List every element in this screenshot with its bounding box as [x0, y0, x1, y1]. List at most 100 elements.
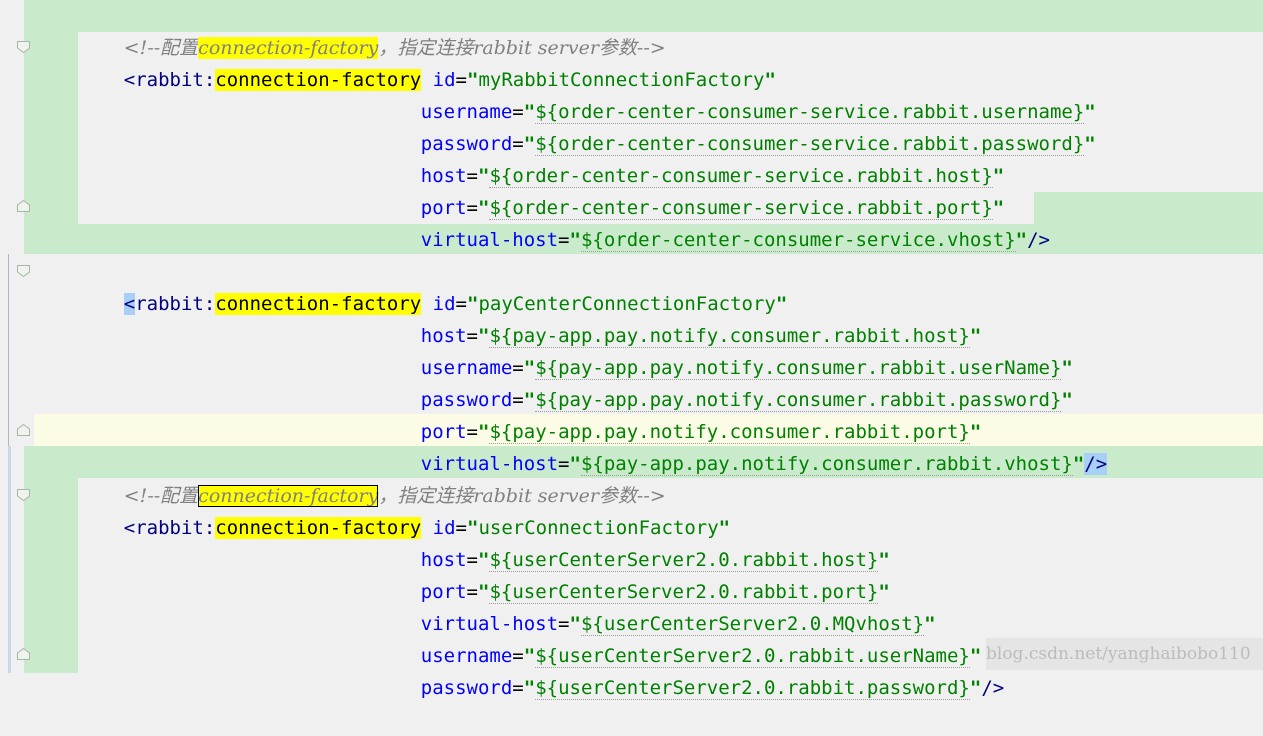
code-line-6[interactable]: port="${order-center-consumer-service.ra… — [375, 160, 1004, 220]
quote: " — [992, 197, 1005, 219]
attr-name: virtual-host — [420, 613, 559, 635]
changed-line-band — [34, 192, 78, 224]
quote: " — [878, 549, 890, 571]
quote: " — [1084, 101, 1096, 123]
quote: " — [569, 229, 581, 251]
code-line-14-current[interactable]: virtual-host="${pay-app.pay.notify.consu… — [375, 416, 1108, 476]
code-line-12[interactable]: password="${pay-app.pay.notify.consumer.… — [375, 352, 1073, 412]
fold-close-icon[interactable] — [17, 424, 30, 436]
changed-line-band — [1034, 192, 1263, 224]
quote: " — [523, 389, 536, 411]
code-line-18[interactable]: port="${userCenterServer2.0.rabbit.port}… — [375, 544, 890, 604]
attr-name: username — [420, 645, 513, 667]
attr-value: ${userCenterServer2.0.rabbit.port} — [489, 581, 879, 604]
quote: " — [969, 677, 982, 699]
quote: " — [477, 581, 490, 603]
attr-name: id — [432, 69, 456, 91]
equals-sign: = — [512, 133, 524, 155]
attr-name: id — [432, 293, 456, 315]
equals-sign: = — [512, 389, 524, 411]
equals-sign: = — [558, 453, 570, 475]
quote: " — [1015, 229, 1028, 251]
tag-bracket: < — [123, 517, 136, 539]
code-line-10[interactable]: host="${pay-app.pay.notify.consumer.rabb… — [375, 288, 981, 348]
equals-sign: = — [455, 69, 467, 91]
code-line-15[interactable]: <!--配置connection-factory，指定连接rabbit serv… — [78, 448, 666, 507]
quote: " — [1072, 453, 1085, 475]
equals-sign: = — [455, 293, 467, 315]
quote: " — [969, 421, 982, 443]
xml-comment: ，指定连接rabbit server参数--> — [378, 37, 666, 59]
equals-sign: = — [558, 229, 570, 251]
fold-open-icon[interactable] — [17, 41, 30, 53]
code-line-5[interactable]: host="${order-center-consumer-service.ra… — [375, 128, 1004, 188]
quote: " — [467, 293, 479, 315]
code-line-17[interactable]: host="${userCenterServer2.0.rabbit.host}… — [375, 512, 890, 572]
quote: " — [992, 165, 1005, 187]
editor-gutter — [0, 0, 24, 673]
quote: " — [467, 69, 479, 91]
code-line-3[interactable]: username="${order-center-consumer-servic… — [375, 64, 1096, 124]
quote: " — [775, 293, 788, 315]
code-line-13[interactable]: port="${pay-app.pay.notify.consumer.rabb… — [375, 384, 981, 444]
changed-line-band — [34, 224, 1263, 254]
gutter-vcs-line — [8, 254, 9, 446]
attr-name: port — [420, 581, 467, 603]
code-line-2[interactable]: <rabbit:connection-factory id="myRabbitC… — [78, 32, 776, 91]
code-line-19[interactable]: virtual-host="${userCenterServer2.0.MQvh… — [375, 576, 936, 636]
equals-sign: = — [558, 613, 570, 635]
equals-sign: = — [466, 165, 478, 187]
fold-close-icon[interactable] — [17, 648, 30, 660]
xml-code-editor[interactable]: <!--配置connection-factory，指定连接rabbit serv… — [0, 0, 1263, 700]
attr-name: id — [432, 517, 456, 539]
code-line-4[interactable]: password="${order-center-consumer-servic… — [375, 96, 1096, 156]
quote: " — [477, 421, 490, 443]
code-line-11[interactable]: username="${pay-app.pay.notify.consumer.… — [375, 320, 1073, 380]
fold-open-icon[interactable] — [17, 489, 30, 501]
tag-close: /> — [981, 677, 1005, 699]
code-line-1[interactable]: <!--配置connection-factory，指定连接rabbit serv… — [78, 0, 666, 59]
quote: " — [1084, 133, 1096, 155]
search-match: connection-factory — [198, 37, 379, 59]
fold-close-icon[interactable] — [17, 200, 30, 212]
quote: " — [477, 325, 490, 347]
quote: " — [569, 453, 581, 475]
search-match-current: connection-factory — [198, 485, 379, 507]
quote: " — [764, 69, 776, 91]
equals-sign: = — [466, 325, 478, 347]
quote: " — [569, 613, 581, 635]
attr-name: password — [420, 133, 513, 155]
quote: " — [969, 325, 982, 347]
equals-sign: = — [455, 517, 467, 539]
attr-name: password — [420, 677, 513, 699]
attr-name: host — [420, 549, 467, 571]
changed-line-band — [34, 478, 78, 673]
quote: " — [1061, 389, 1073, 411]
attr-name: username — [420, 101, 513, 123]
fold-open-icon[interactable] — [17, 265, 30, 277]
attr-value: ${userCenterServer2.0.rabbit.host} — [489, 549, 879, 572]
code-line-7[interactable]: virtual-host="${order-center-consumer-se… — [375, 192, 1050, 252]
equals-sign: = — [466, 581, 478, 603]
equals-sign: = — [512, 677, 524, 699]
attr-name: port — [420, 197, 467, 219]
changed-line-band — [34, 446, 1263, 478]
attr-value: ${userCenterServer2.0.rabbit.password} — [535, 677, 970, 700]
tag-namespace: rabbit: — [135, 517, 216, 539]
quote: " — [924, 613, 936, 635]
code-line-16[interactable]: <rabbit: connection-factory id="userConne… — [78, 480, 730, 539]
quote: " — [467, 517, 479, 539]
attr-value: userConnectionFactory — [478, 517, 719, 539]
quote: " — [969, 645, 982, 667]
attr-value: ${userCenterServer2.0.MQvhost} — [580, 613, 925, 636]
code-line-21[interactable]: password="${userCenterServer2.0.rabbit.p… — [375, 640, 1004, 700]
attr-name: password — [420, 389, 513, 411]
attr-name: username — [420, 357, 513, 379]
attr-value: ${pay-app.pay.notify.consumer.rabbit.use… — [535, 357, 1062, 380]
quote: " — [523, 133, 536, 155]
code-line-9[interactable]: <rabbit:connection-factory id="payCenter… — [78, 256, 787, 315]
quote: " — [523, 357, 536, 379]
code-line-20[interactable]: username="${userCenterServer2.0.rabbit.u… — [375, 608, 981, 668]
changed-line-band — [34, 0, 1263, 32]
tag-namespace: rabbit: — [135, 69, 216, 91]
